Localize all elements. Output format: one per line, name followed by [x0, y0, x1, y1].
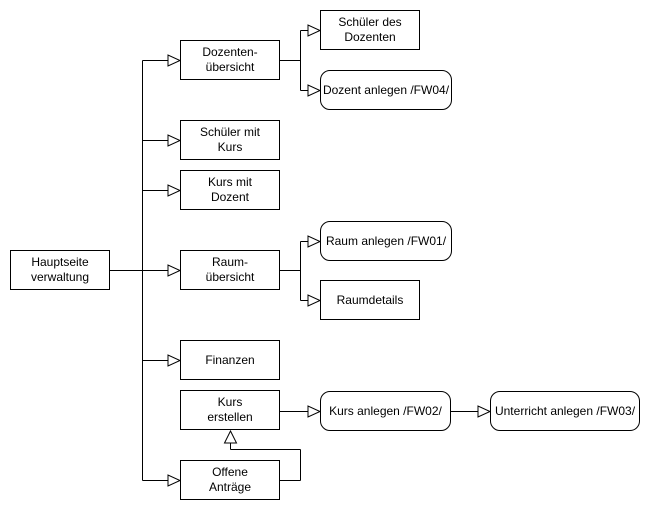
node-kurs-mit-dozent: Kurs mit Dozent — [180, 170, 280, 210]
edge-offene-antraege-kurs-erstellen — [223, 429, 301, 481]
edge-hauptseite-finanzen — [142, 354, 182, 367]
edge-hauptseite-raum-uebersicht — [110, 60, 182, 481]
node-hauptseite-verwaltung: Hauptseite verwaltung — [10, 250, 110, 290]
node-kurs-anlegen: Kurs anlegen /FW02/ — [320, 391, 451, 431]
edge-hauptseite-offene-antraege — [142, 474, 182, 487]
arrowhead-icon — [167, 354, 182, 367]
edge-line — [230, 443, 301, 481]
arrowhead-icon — [307, 24, 322, 37]
arrowhead-icon — [223, 429, 238, 444]
arrowhead-icon — [307, 405, 322, 418]
node-offene-antraege: Offene Anträge — [180, 460, 280, 500]
edge-dozenten-uebersicht-children — [280, 24, 322, 97]
arrowhead-icon — [477, 405, 492, 418]
node-raum-anlegen: Raum anlegen /FW01/ — [320, 221, 452, 261]
node-dozenten-uebersicht: Dozenten- übersicht — [180, 40, 280, 80]
edge-line — [280, 241, 308, 301]
node-dozent-anlegen: Dozent anlegen /FW04/ — [320, 70, 452, 110]
edge-kurs-anlegen-unterricht-anlegen — [451, 405, 492, 418]
arrowhead-icon — [167, 474, 182, 487]
edge-hauptseite-schueler-mit-kurs — [142, 134, 182, 147]
node-schueler-des-dozenten: Schüler des Dozenten — [320, 10, 420, 50]
arrowhead-icon — [167, 264, 182, 277]
arrowhead-icon — [307, 235, 322, 248]
arrowhead-icon — [307, 84, 322, 97]
node-schueler-mit-kurs: Schüler mit Kurs — [180, 120, 280, 160]
edge-raum-uebersicht-children — [280, 235, 322, 307]
node-raumdetails: Raumdetails — [320, 280, 420, 320]
node-unterricht-anlegen: Unterricht anlegen /FW03/ — [490, 391, 640, 431]
arrowhead-icon — [167, 134, 182, 147]
edge-hauptseite-dozenten-uebersicht — [142, 54, 182, 67]
node-raum-uebersicht: Raum- übersicht — [180, 250, 280, 290]
arrowhead-icon — [307, 294, 322, 307]
edge-line — [280, 30, 308, 91]
edge-kurs-erstellen-kurs-anlegen — [280, 405, 322, 418]
arrowhead-icon — [167, 54, 182, 67]
node-finanzen: Finanzen — [180, 340, 280, 380]
edge-hauptseite-kurs-mit-dozent — [142, 184, 182, 197]
arrowhead-icon — [167, 184, 182, 197]
node-kurs-erstellen: Kurs erstellen — [180, 390, 280, 430]
